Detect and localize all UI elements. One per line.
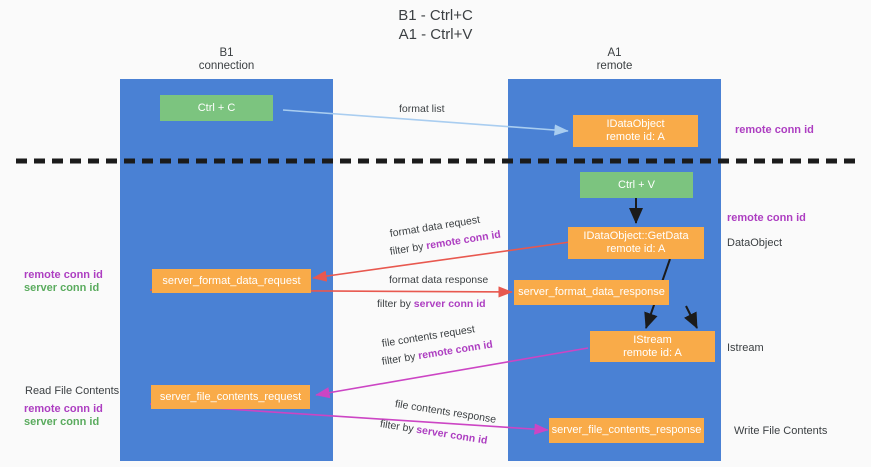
annotation-right-remote-conn-top: remote conn id [735, 124, 814, 136]
annotation-left-server-conn-id: server conn id [24, 282, 100, 294]
node-ctrl-v[interactable]: Ctrl + V [580, 172, 693, 198]
edge-label-format-data-response: format data response [389, 274, 489, 286]
annotation-right-dataobject: DataObject [727, 237, 783, 249]
filter-prefix: filter by [389, 240, 428, 258]
filter-prefix: filter by [381, 350, 420, 368]
annotation-left-remote-conn-id: remote conn id [24, 269, 103, 281]
column-heading-a1: A1 remote [596, 47, 633, 72]
annotation-left-server-conn-id-2: server conn id [24, 416, 100, 428]
node-server-format-data-request[interactable]: server_format_data_request [152, 269, 311, 293]
node-server-file-contents-response[interactable]: server_file_contents_response [549, 418, 704, 443]
edge-label-format-list: format list [399, 103, 445, 115]
filter-prefix: filter by [377, 298, 414, 310]
page-title: B1 - Ctrl+C A1 - Ctrl+V [398, 7, 473, 43]
column-heading-b1: B1 connection [198, 47, 255, 72]
edge-label-format-data-response-filter: filter by server conn id [377, 298, 486, 311]
node-idataobject-getdata[interactable]: IDataObject::GetData remote id: A [568, 227, 704, 259]
annotation-left-read-file-contents: Read File Contents [25, 385, 120, 397]
annotation-right-remote-conn-mid: remote conn id [727, 212, 806, 224]
annotation-right-write-file-contents: Write File Contents [734, 425, 828, 437]
filter-prefix: filter by [379, 418, 418, 436]
node-server-file-contents-request[interactable]: server_file_contents_request [151, 385, 310, 409]
node-server-format-data-response[interactable]: server_format_data_response [514, 280, 669, 305]
node-ctrl-c[interactable]: Ctrl + C [160, 95, 273, 121]
annotation-right-istream: Istream [727, 342, 764, 354]
annotation-left-remote-conn-id-2: remote conn id [24, 403, 103, 415]
filter-key-server-conn-id: server conn id [415, 423, 489, 447]
node-idataobject[interactable]: IDataObject remote id: A [573, 115, 698, 147]
filter-key-server-conn-id: server conn id [413, 298, 486, 310]
node-istream[interactable]: IStream remote id: A [590, 331, 715, 362]
